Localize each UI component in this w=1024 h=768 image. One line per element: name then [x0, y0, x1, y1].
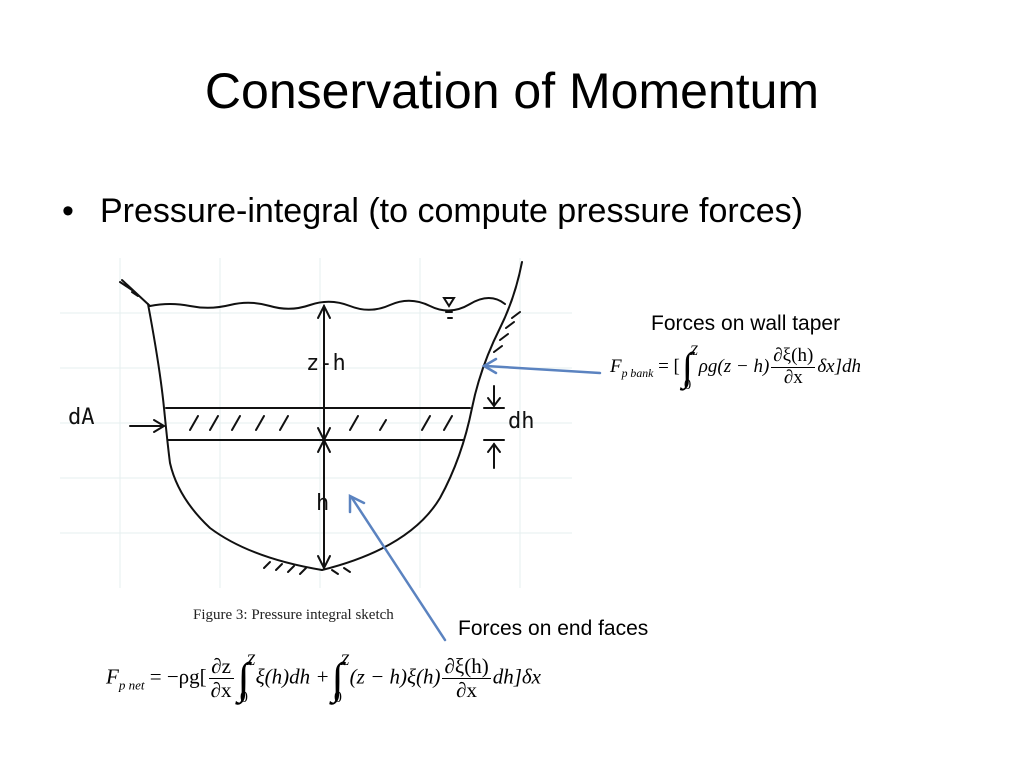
arrow-up-top — [317, 303, 331, 319]
label-h: h — [316, 491, 329, 516]
bullet-dot-icon: • — [62, 192, 74, 230]
eq-net-equals: = −ρg[ — [149, 664, 207, 689]
strip-hatch — [189, 415, 453, 431]
water-level-icon — [442, 297, 456, 319]
eq-bank-int-upper: Z — [689, 342, 698, 359]
eq-net-int1-upper: Z — [246, 651, 256, 669]
eq-net-frac1-num: ∂z — [208, 654, 234, 680]
left-bank-line — [147, 303, 323, 571]
eq-net-int2-upper: Z — [340, 651, 350, 669]
eq-bank-lhs-sub: p bank — [621, 367, 654, 381]
eq-net-frac2-num: ∂ξ(h) — [442, 654, 491, 680]
eq-net-int1-lower: 0 — [239, 689, 248, 707]
eq-net-integrand: (z − h)ξ(h) — [349, 664, 441, 689]
callout-end-faces: Forces on end faces — [458, 617, 649, 640]
dh-arrow-top-head — [487, 397, 501, 408]
slide-title: Conservation of Momentum — [204, 63, 820, 119]
label-z-minus-h: z-h — [306, 351, 346, 376]
bullet-item: • Pressure-integral (to compute pressure … — [62, 192, 803, 231]
sketch-grid — [60, 258, 572, 588]
bank-hatch-left — [119, 279, 151, 307]
bullet-text: Pressure-integral (to compute pressure f… — [100, 192, 803, 230]
bank-hatch-right — [493, 311, 521, 353]
eq-bank-frac-den: ∂x — [783, 366, 803, 388]
eq-bank-equals: = [ — [658, 355, 680, 377]
eq-bank-tail: δx]dh — [817, 355, 861, 377]
eq-net-lhs: F — [106, 664, 119, 689]
eq-bank-integrand: ρg(z − h) — [698, 355, 770, 377]
bank-hatch-bottom — [263, 561, 351, 575]
arrow-down-bottom — [317, 555, 331, 571]
eq-bank-int-lower: 0 — [684, 377, 692, 393]
eq-bank-lhs: F — [610, 355, 622, 377]
callout-wall-taper: Forces on wall taper — [651, 312, 841, 335]
dh-arrow-bottom-head — [487, 442, 501, 453]
eq-net-mid: ξ(h)dh + — [255, 664, 330, 689]
eq-net-tail: dh]δx — [492, 664, 541, 689]
label-dA: dA — [68, 405, 95, 430]
eq-bank-fraction: ∂ξ(h)∂x — [771, 345, 816, 389]
channel-sketch: z-h h dA dh — [60, 258, 572, 588]
eq-bank-frac-num: ∂ξ(h) — [771, 345, 816, 368]
figure-caption: Figure 3: Pressure integral sketch — [193, 607, 394, 623]
eq-net-lhs-sub: p net — [118, 677, 145, 693]
eq-net-int2-lower: 0 — [333, 689, 342, 707]
eq-net-fraction-2: ∂ξ(h)∂x — [442, 654, 491, 703]
label-dh: dh — [508, 409, 535, 434]
arrow-up-strip — [317, 437, 331, 453]
eq-net-frac1-den: ∂x — [210, 678, 232, 703]
right-bank-line — [321, 261, 523, 571]
eq-net-frac2-den: ∂x — [456, 678, 478, 703]
dA-arrow-head — [153, 419, 166, 433]
eq-net-fraction-1: ∂z∂x — [208, 654, 234, 703]
water-surface — [149, 297, 506, 312]
